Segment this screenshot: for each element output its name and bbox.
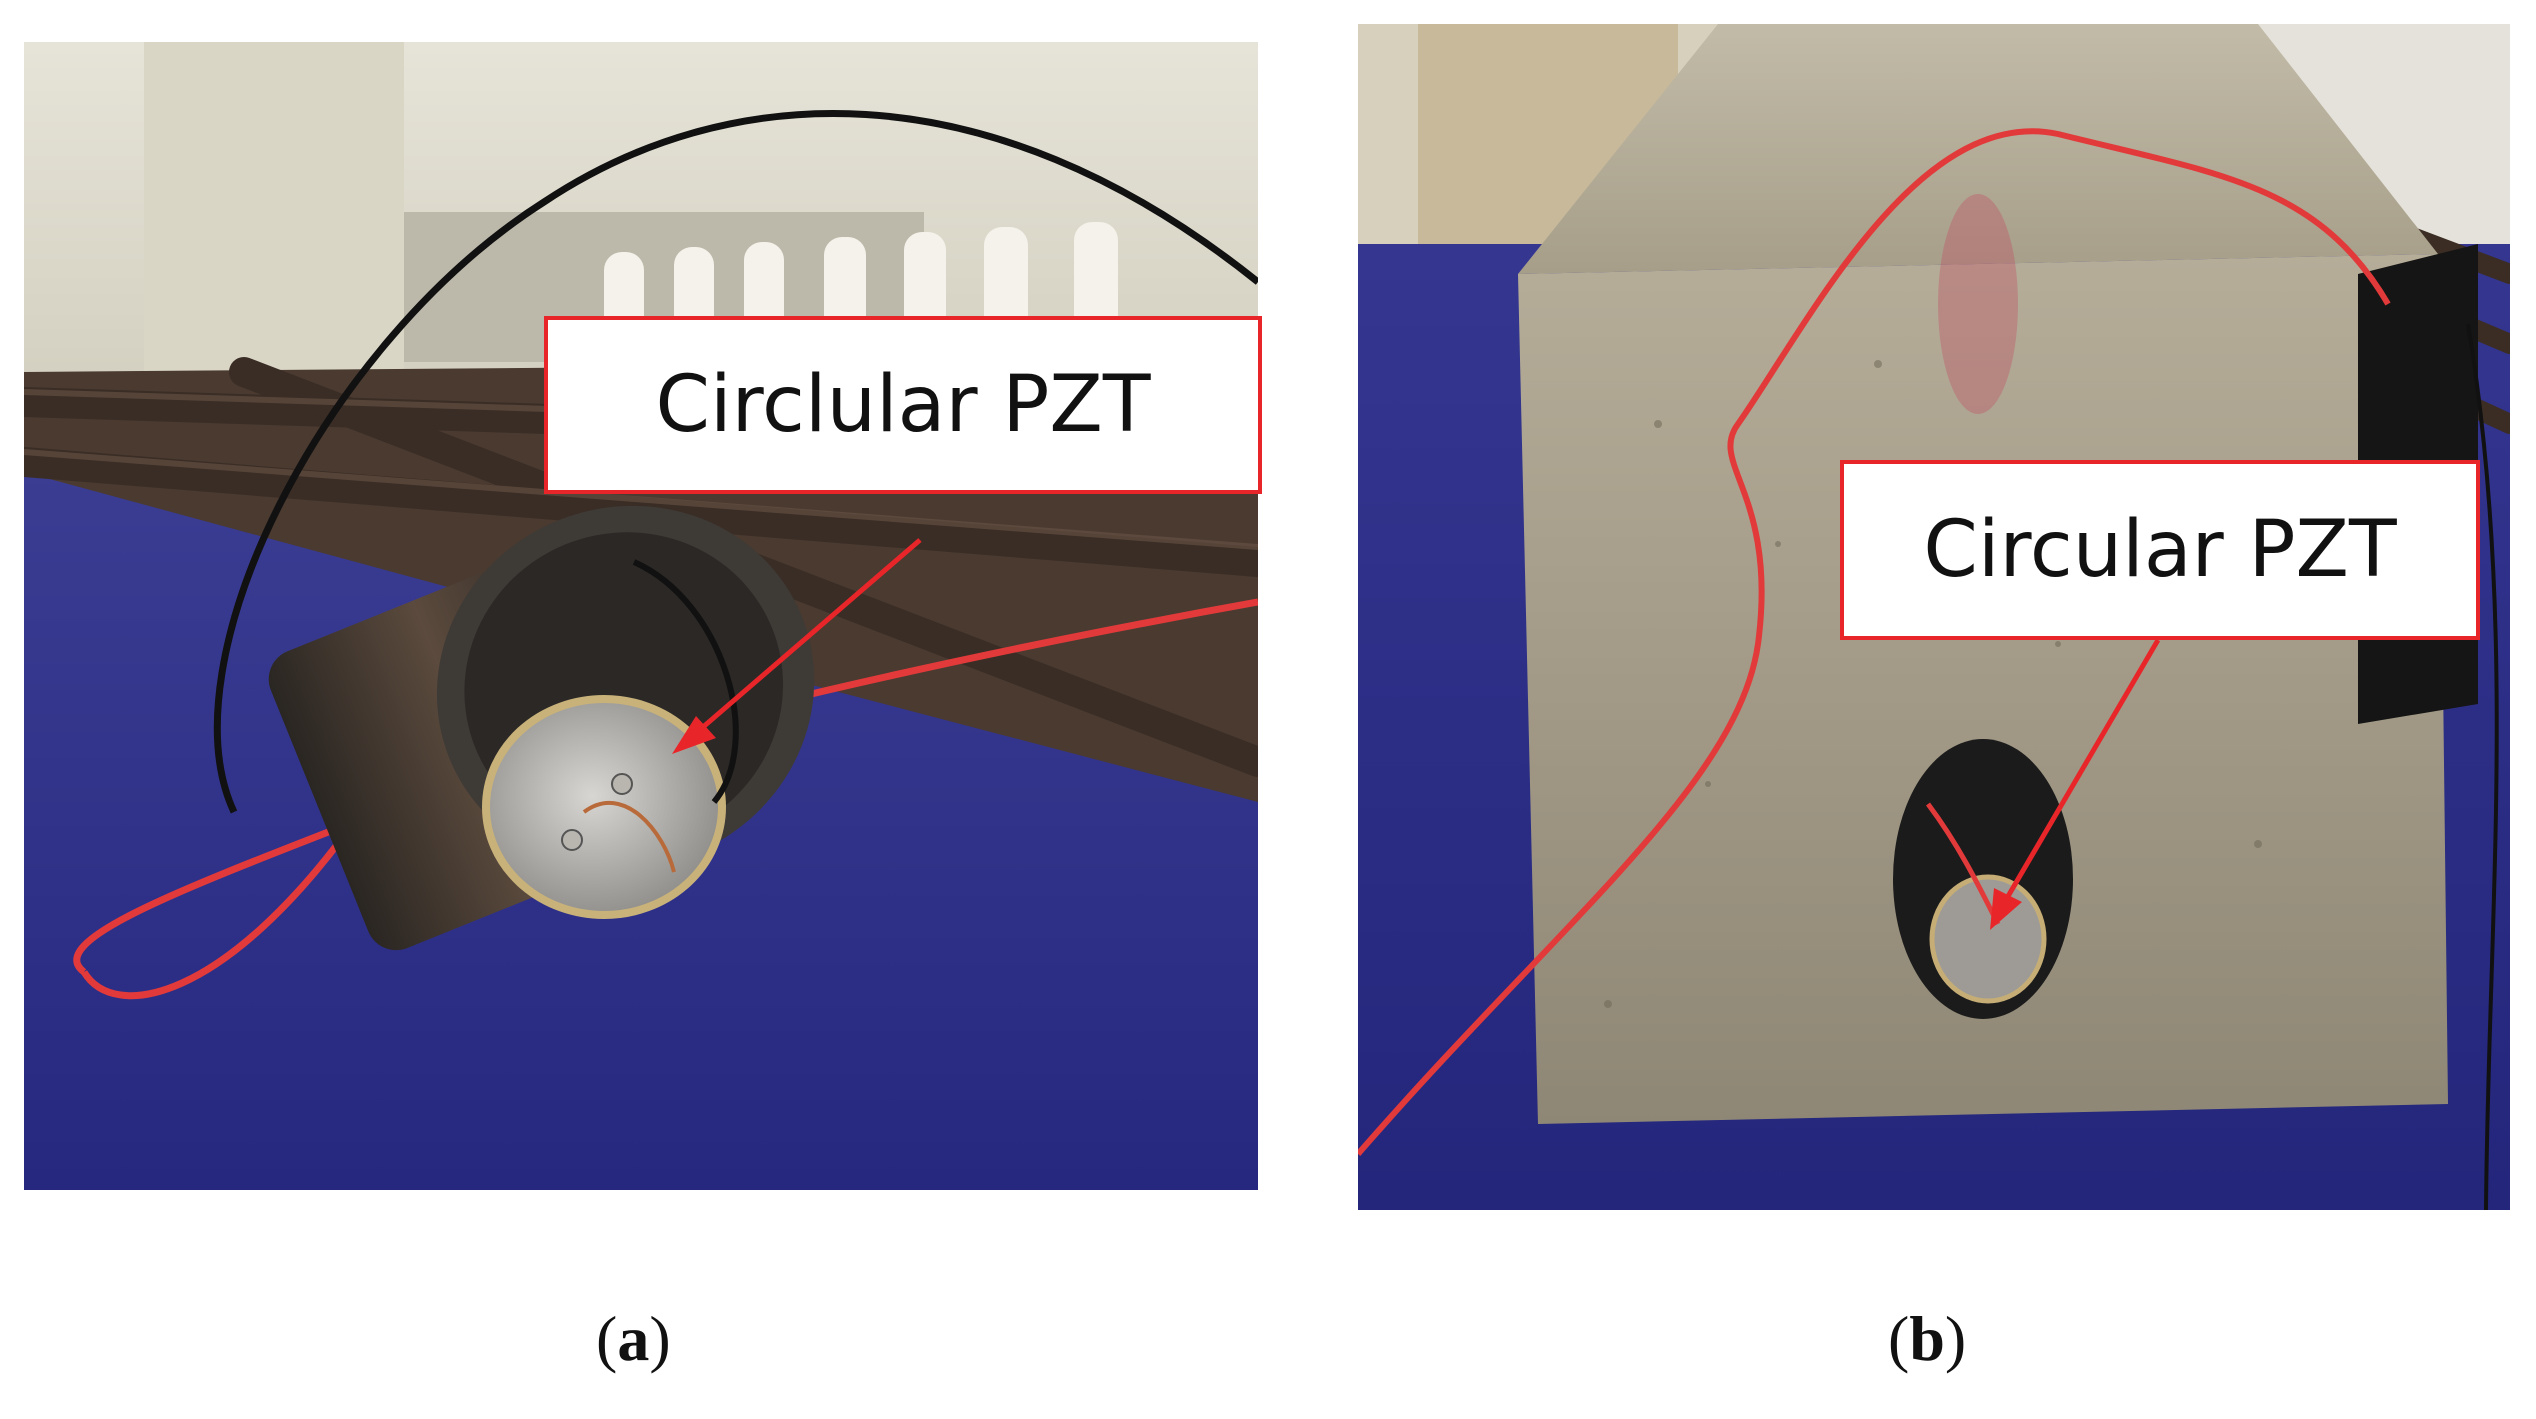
photo-rebar-with-pzt (24, 42, 1258, 1190)
caption-a-letter: a (617, 1303, 650, 1374)
caption-a-close: ) (649, 1303, 671, 1374)
callout-label-a: Circlular PZT (544, 316, 1262, 494)
caption-b-close: ) (1944, 1303, 1967, 1374)
callout-text-a: Circlular PZT (655, 360, 1151, 450)
caption-a: (a) (596, 1302, 671, 1376)
caption-b-letter: b (1909, 1303, 1945, 1374)
callout-text-b: Circular PZT (1923, 505, 2397, 595)
caption-b: (b) (1888, 1302, 1966, 1376)
callout-label-b: Circular PZT (1840, 460, 2480, 640)
caption-b-open: ( (1888, 1303, 1910, 1374)
caption-a-open: ( (596, 1303, 618, 1374)
photo-rebar-scene (24, 42, 1258, 1190)
